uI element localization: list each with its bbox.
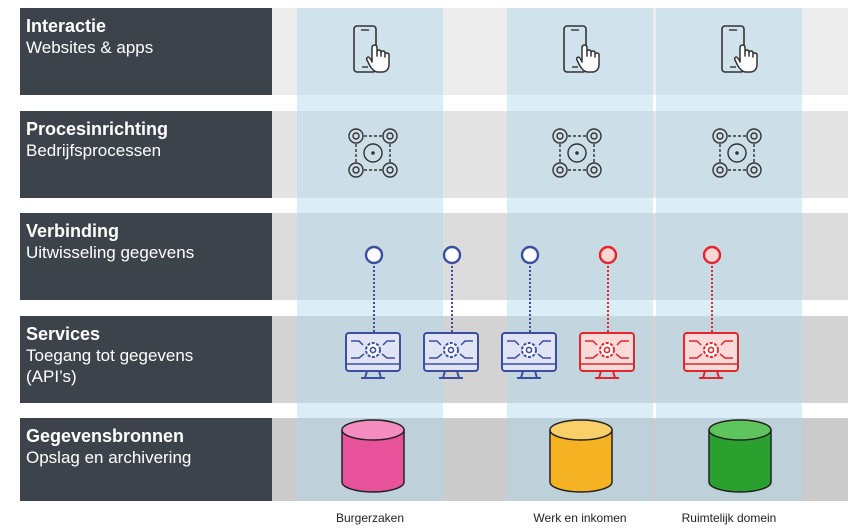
layer-label-interactie: Interactie Websites & apps (20, 8, 272, 95)
layer-subtitle: Opslag en archivering (26, 448, 192, 467)
layer-title: Procesinrichting (26, 119, 169, 139)
connector-node-icon (598, 245, 618, 265)
layer-title: Interactie (26, 16, 107, 36)
layer-label-gegevensbronnen: Gegevensbronnen Opslag en archivering (20, 418, 272, 501)
connector-line (607, 262, 609, 332)
connector-line (711, 262, 713, 332)
layer-subtitle: Bedrijfsprocessen (26, 141, 162, 160)
connector-node-icon (364, 245, 384, 265)
column-ruimtelijk-domein (656, 8, 802, 501)
layer-subtitle: Websites & apps (26, 38, 154, 57)
database-cylinder-icon (708, 419, 772, 493)
database-cylinder-icon (341, 419, 405, 493)
monitor-gear-icon (345, 332, 401, 379)
connector-node-icon (520, 245, 540, 265)
phone-tap-icon (353, 25, 390, 73)
connector-line (451, 262, 453, 332)
domain-label-werk-en-inkomen: Werk en inkomen (533, 511, 627, 525)
layer-title: Verbinding (26, 221, 120, 241)
monitor-gear-icon (579, 332, 635, 379)
gears-network-icon (712, 128, 762, 178)
connector-node-icon (702, 245, 722, 265)
layer-label-services: Services Toegang tot gegevens (API’s) (20, 316, 272, 403)
domain-label-ruimtelijk-domein: Ruimtelijk domein (681, 511, 777, 525)
layer-subtitle: Uitwisseling gegevens (26, 243, 195, 262)
monitor-gear-icon (683, 332, 739, 379)
monitor-gear-icon (501, 332, 557, 379)
layer-label-verbinding: Verbinding Uitwisseling gegevens (20, 213, 272, 300)
gears-network-icon (552, 128, 602, 178)
monitor-gear-icon (423, 332, 479, 379)
layer-title: Gegevensbronnen (26, 426, 185, 446)
connector-node-icon (442, 245, 462, 265)
domain-label-burgerzaken: Burgerzaken (335, 511, 405, 525)
phone-tap-icon (563, 25, 600, 73)
layer-label-procesinrichting: Procesinrichting Bedrijfsprocessen (20, 111, 272, 198)
connector-line (373, 262, 375, 332)
database-cylinder-icon (549, 419, 613, 493)
connector-line (529, 262, 531, 332)
phone-tap-icon (721, 25, 758, 73)
layer-title: Services (26, 324, 101, 344)
layer-subtitle: Toegang tot gegevens (API’s) (26, 346, 194, 386)
gears-network-icon (348, 128, 398, 178)
